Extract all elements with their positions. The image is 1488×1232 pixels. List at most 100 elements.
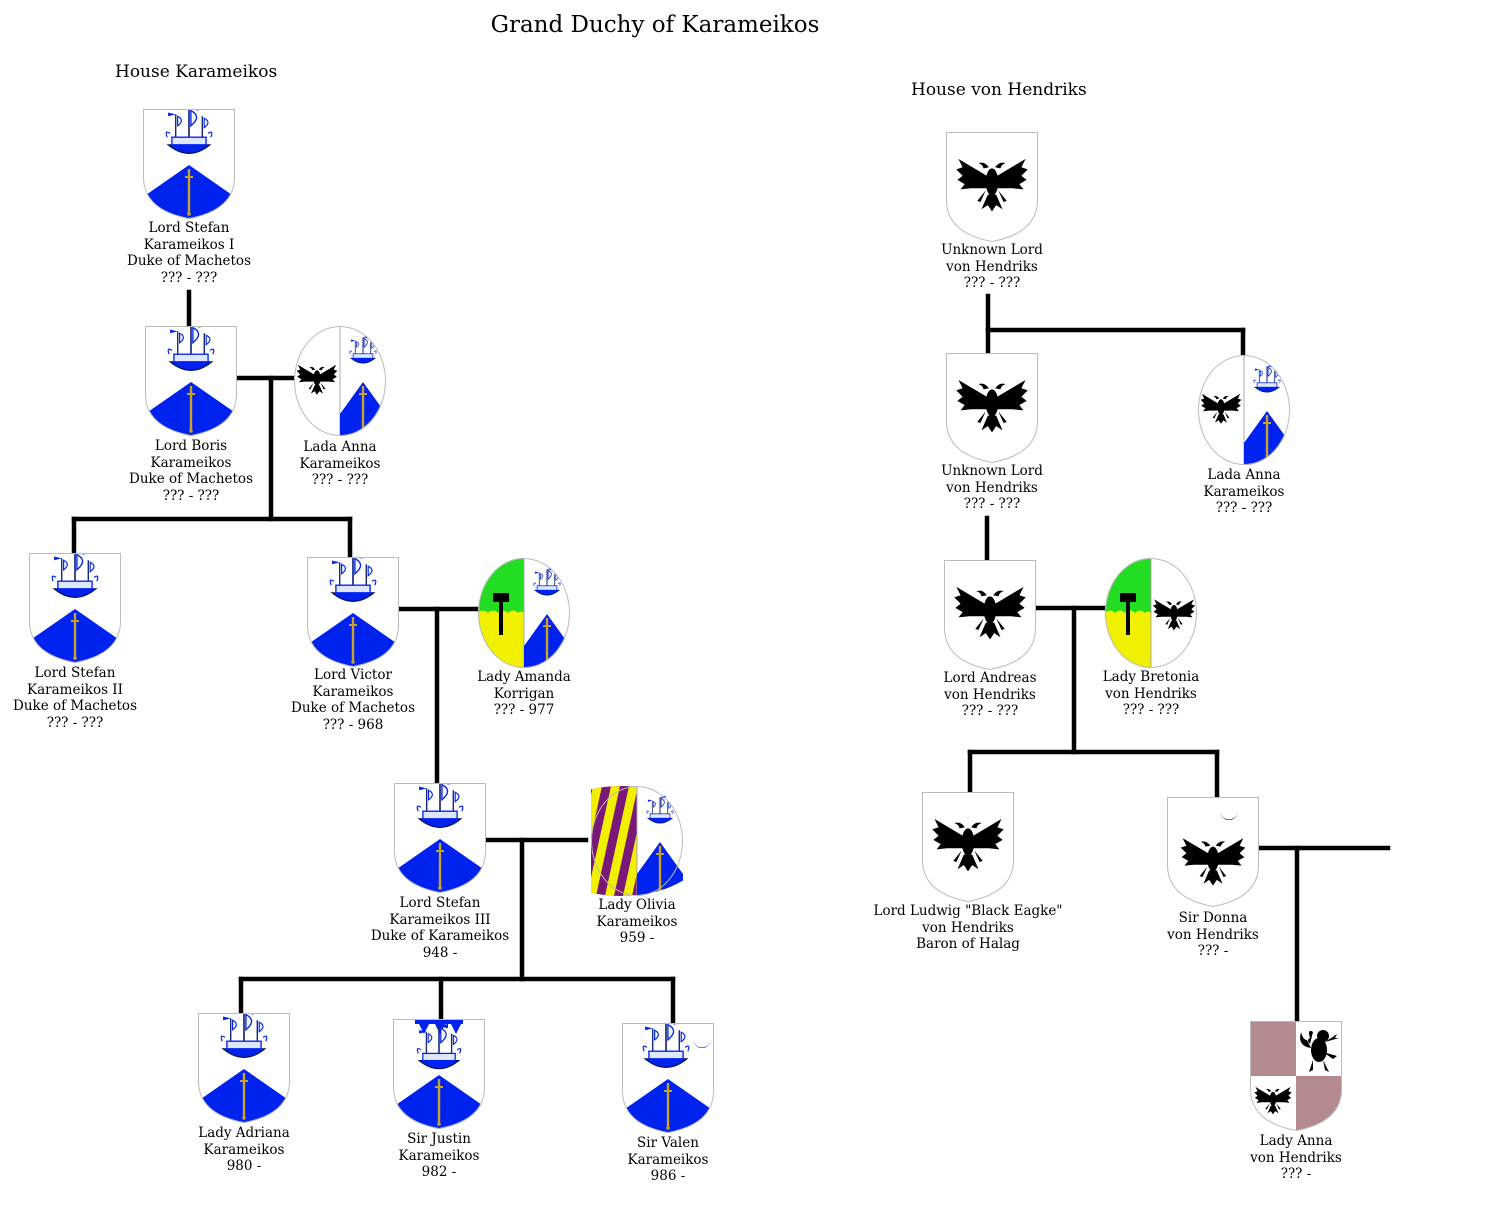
coat-of-arms-icon (29, 553, 121, 663)
coat-of-arms-icon (922, 792, 1014, 902)
person-label-line: ??? - ??? (162, 487, 220, 504)
person-label-line: Lady Adriana (198, 1125, 290, 1141)
person-label-line: Karameikos III (389, 911, 491, 928)
person-label-line: Lord Victor (314, 667, 392, 683)
coat-of-arms-icon (1105, 558, 1197, 668)
person-label-line: Lady Olivia (598, 897, 676, 913)
person-label-line: Duke of Machetos (127, 253, 251, 270)
person-label-line: ??? - ??? (963, 275, 1021, 292)
person-label-line: Sir Justin (407, 1131, 471, 1147)
person-label-line: Korrigan (493, 685, 555, 702)
person-label-line: Karameikos I (143, 236, 235, 253)
person-label-line: ??? - ??? (1215, 500, 1273, 517)
person-label-line: 986 - (650, 1168, 686, 1185)
person-label-line: Lord Stefan (399, 895, 481, 911)
person-label-line: Lord Stefan (34, 665, 116, 681)
coat-of-arms-icon (307, 557, 399, 667)
person-label-line: von Hendriks (922, 919, 1014, 936)
person-label-line: von Hendriks (946, 258, 1038, 275)
person-label-line: Baron of Halag (916, 936, 1020, 953)
coat-of-arms-icon (478, 558, 570, 668)
coat-of-arms-icon (946, 132, 1038, 242)
coat-of-arms-icon (145, 326, 237, 436)
person-label-line: Unknown Lord (941, 242, 1043, 258)
person-label-line: Karameikos (203, 1141, 285, 1158)
person-label-line: Duke of Machetos (129, 471, 253, 488)
person-label-line: Karameikos (299, 455, 381, 472)
person-label-line: Unknown Lord (941, 463, 1043, 479)
person-label-line: Lord Stefan (148, 220, 230, 236)
person-label-line: Karameikos (312, 683, 394, 700)
person-label-line: ??? - 977 (493, 702, 555, 719)
person-label-line: 948 - (422, 944, 458, 961)
person-label-line: Duke of Machetos (13, 698, 137, 715)
person-label-line: von Hendriks (946, 479, 1038, 496)
coat-of-arms-icon (143, 109, 235, 219)
person-label-line: 980 - (226, 1158, 262, 1175)
person-label-line: ??? - ??? (46, 714, 104, 731)
diagram-title: Grand Duchy of Karameikos (490, 12, 820, 38)
person-label-line: Lada Anna (1207, 467, 1281, 483)
person-label-line: Lord Ludwig "Black Eagke" (873, 903, 1063, 919)
person-label-line: von Hendriks (1250, 1149, 1342, 1166)
person-label-line: ??? - ??? (963, 496, 1021, 513)
person-label-line: Sir Donna (1178, 910, 1248, 926)
coat-of-arms-icon (393, 1019, 485, 1129)
person-label-line: Lord Andreas (943, 670, 1037, 686)
person-label-line: Duke of Machetos (291, 700, 415, 717)
coat-of-arms-icon (1250, 1021, 1342, 1131)
house-label-karameikos: House Karameikos (115, 62, 278, 82)
person-label-line: ??? - 968 (322, 716, 384, 733)
person-label-line: Lord Boris (154, 438, 228, 454)
person-label-line: ??? - ??? (160, 269, 218, 286)
person-label-line: Karameikos (398, 1147, 480, 1164)
person-label-line: ??? - ??? (1122, 702, 1180, 719)
person-label-line: 982 - (421, 1164, 457, 1181)
person-label-line: ??? - (1197, 943, 1229, 960)
person-label-line: Karameikos (1203, 483, 1285, 500)
person-label-line: Lada Anna (303, 439, 377, 455)
coat-of-arms-icon (1198, 355, 1290, 465)
person-label-line: ??? - ??? (961, 703, 1019, 720)
person-label-line: von Hendriks (944, 686, 1036, 703)
coat-of-arms-icon (946, 353, 1038, 463)
person-label-line: Karameikos (596, 913, 678, 930)
person-label-line: ??? - ??? (311, 472, 369, 489)
coat-of-arms-icon (294, 326, 386, 436)
coat-of-arms-icon (591, 786, 683, 896)
person-label-line: Lady Bretonia (1102, 669, 1200, 685)
person-label-line: Sir Valen (637, 1135, 699, 1151)
person-label-line: Karameikos II (27, 681, 123, 698)
coat-of-arms-icon (1167, 797, 1259, 907)
person-label-line: ??? - (1280, 1166, 1312, 1183)
person-label-line: Karameikos (627, 1151, 709, 1168)
person-label-line: von Hendriks (1167, 926, 1259, 943)
person-label-line: von Hendriks (1105, 685, 1197, 702)
coat-of-arms-icon (198, 1013, 290, 1123)
person-label-line: 959 - (619, 930, 655, 947)
coat-of-arms-icon (622, 1023, 714, 1133)
coat-of-arms-icon (944, 560, 1036, 670)
person-label-line: Karameikos (150, 454, 232, 471)
coat-of-arms-icon (394, 783, 486, 893)
house-label-hendriks: House von Hendriks (911, 80, 1087, 100)
